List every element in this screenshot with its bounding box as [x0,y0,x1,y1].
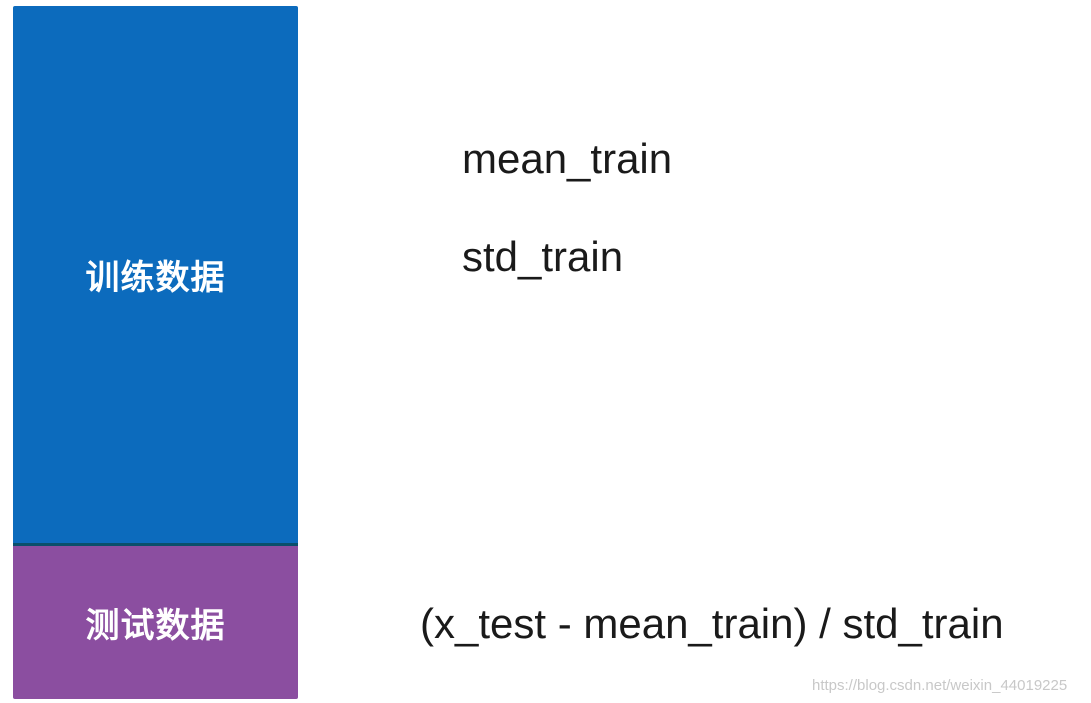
test-data-label: 测试数据 [85,606,226,646]
block-divider [13,543,298,546]
training-data-block: 训练数据 [13,6,298,544]
test-standardization-formula: (x_test - mean_train) / std_train [420,600,1004,647]
std-train-text: std_train [462,233,624,280]
watermark-url: https://blog.csdn.net/weixin_44019225 [812,677,1068,694]
training-data-label: 训练数据 [85,257,226,298]
test-data-block: 测试数据 [13,546,298,699]
mean-train-text: mean_train [462,135,673,182]
